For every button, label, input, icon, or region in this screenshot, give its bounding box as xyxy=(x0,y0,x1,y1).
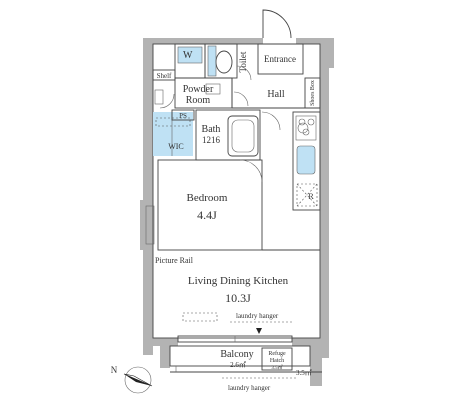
label-refuge-2: Hatch xyxy=(270,358,284,364)
label-powder-room-2: Room xyxy=(186,95,211,106)
wic-fixture xyxy=(153,112,193,156)
compass: N xyxy=(111,365,153,394)
label-bedroom-size: 4.4J xyxy=(197,208,217,222)
label-picture-rail: Picture Rail xyxy=(155,256,194,265)
label-bath-2: 1216 xyxy=(202,135,221,145)
interior-walls xyxy=(152,43,321,339)
label-refuge-area: 3.5㎡ xyxy=(271,364,282,371)
label-entrance: Entrance xyxy=(264,54,296,64)
toilet-fixture xyxy=(208,46,216,76)
washer-fixture xyxy=(178,47,202,63)
label-refrigerator: R xyxy=(308,192,314,201)
label-bedroom: Bedroom xyxy=(187,192,228,204)
label-balcony-area: 2.6㎡ xyxy=(230,361,246,369)
label-laundry-hanger-inner: laundry hanger xyxy=(236,312,279,320)
label-refuge-1: Refuge xyxy=(268,350,286,357)
label-wic: WIC xyxy=(168,142,184,151)
label-ps: PS xyxy=(179,112,187,120)
label-ldk-size: 10.3J xyxy=(225,291,251,305)
label-bath-1: Bath xyxy=(202,124,221,135)
room-labels: W Toilet Entrance Shelf Powder Room Hall… xyxy=(155,50,316,392)
label-hall: Hall xyxy=(267,89,284,100)
compass-north-label: N xyxy=(111,365,118,375)
doors xyxy=(145,9,293,343)
label-laundry-hanger-outer: laundry hanger xyxy=(228,384,271,392)
label-toilet: Toilet xyxy=(238,51,248,72)
label-balcony: Balcony xyxy=(220,349,253,360)
label-shoes-box: Shoes Box xyxy=(310,80,316,106)
label-ldk: Living Dining Kitchen xyxy=(188,275,289,287)
label-wm: W xyxy=(183,50,193,61)
label-outside-area: 3.5㎡ xyxy=(296,369,312,377)
fixtures xyxy=(153,45,318,334)
exterior-walls xyxy=(140,38,334,386)
sink-fixture xyxy=(297,146,315,174)
compass-circle xyxy=(124,366,152,394)
balcony-area xyxy=(169,345,322,379)
label-powder-room-1: Powder xyxy=(183,84,214,95)
label-shelf: Shelf xyxy=(157,72,172,80)
